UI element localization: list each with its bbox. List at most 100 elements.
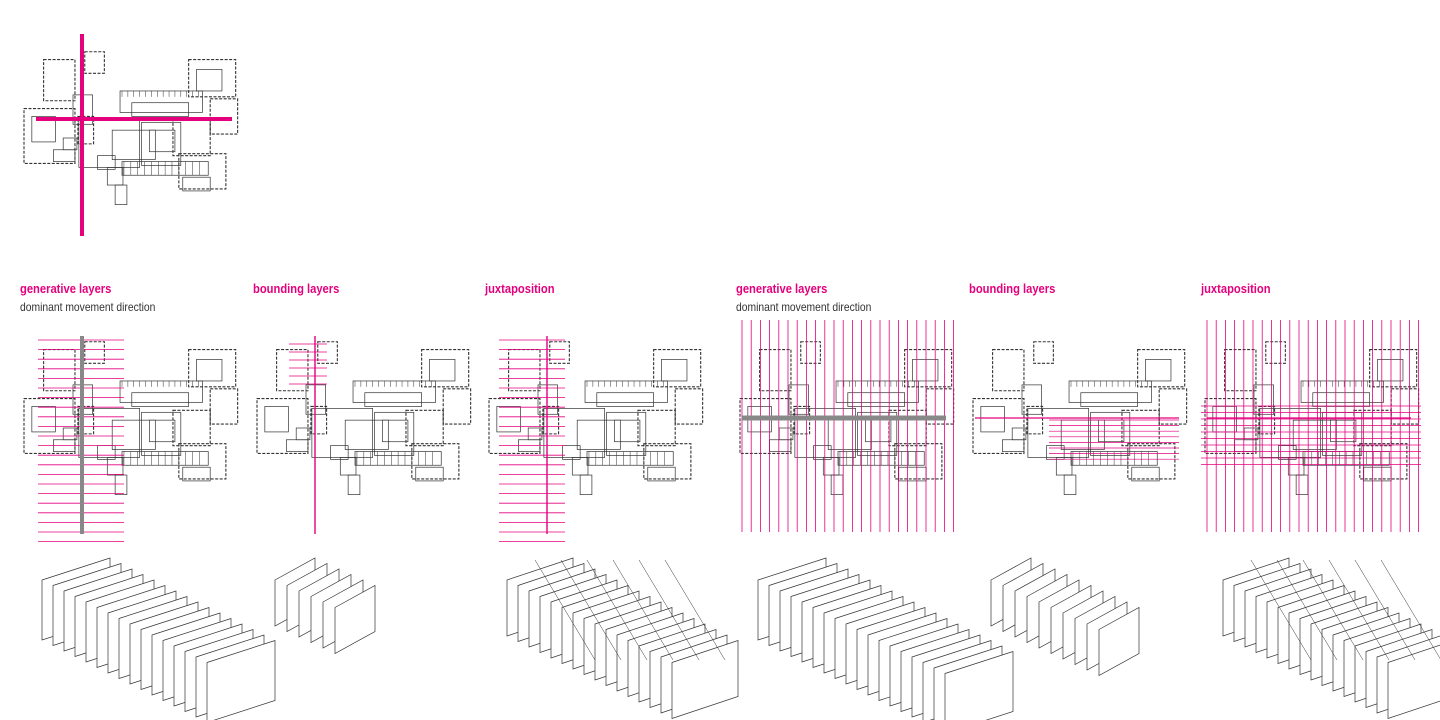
panel-6 — [1201, 320, 1440, 719]
plan-room — [857, 411, 898, 456]
plan-room — [141, 121, 182, 166]
panel-1-axonometric — [41, 557, 276, 720]
panel-1 — [23, 336, 276, 720]
plan-room — [647, 466, 676, 482]
plan-room — [1158, 388, 1188, 425]
plan-room — [1369, 349, 1418, 388]
plan-room — [1224, 349, 1257, 392]
plan-room — [188, 349, 237, 388]
plan-room — [562, 445, 581, 460]
plan-room — [442, 388, 472, 425]
plan-room — [576, 419, 621, 450]
plan-room — [62, 137, 78, 151]
reference-plan — [23, 34, 239, 236]
plan-room — [276, 349, 309, 392]
panel-4-title: generative layers — [736, 281, 828, 296]
plan-room — [778, 427, 794, 441]
plan-room — [898, 466, 927, 482]
plan-room — [415, 466, 444, 482]
cross-plane-edge — [1380, 559, 1440, 659]
plan-room — [182, 466, 211, 482]
plan-room — [1359, 443, 1408, 480]
panel-4-layer-lines — [741, 320, 954, 532]
plan-room — [543, 408, 605, 458]
panel-2 — [256, 336, 472, 655]
plan-room — [1121, 409, 1160, 447]
layer-plane — [1098, 606, 1140, 677]
plan-room — [84, 341, 105, 364]
panel-1-title: generative layers — [20, 281, 112, 296]
plan-room — [835, 380, 919, 403]
plan-room — [429, 359, 456, 382]
plan-room — [1131, 466, 1160, 482]
layer-plane — [944, 651, 1014, 720]
plan-room — [527, 427, 543, 441]
plan-room — [131, 392, 189, 407]
plan-room — [188, 59, 237, 98]
plan-room — [1033, 341, 1054, 364]
plan-room — [421, 349, 470, 388]
plan-room — [542, 405, 560, 435]
plan-room — [352, 380, 436, 403]
plan-room — [830, 474, 844, 495]
layer-plane — [1387, 644, 1440, 719]
plan-room — [106, 457, 124, 476]
plan-room — [364, 392, 422, 407]
plan-room — [111, 129, 156, 160]
plan-room — [912, 359, 939, 382]
plan-room — [1063, 474, 1077, 495]
plan-room — [596, 392, 654, 407]
plan-room — [317, 341, 338, 364]
plan-room — [119, 380, 203, 403]
plan-room — [31, 406, 56, 433]
plan-room — [305, 384, 326, 415]
plan-room — [1377, 359, 1404, 382]
plan-room — [847, 392, 905, 407]
cross-plane-edge — [1302, 559, 1364, 661]
plan-room — [1204, 398, 1257, 455]
plan-room — [1300, 380, 1384, 403]
plan-room — [84, 51, 105, 74]
plan-room — [584, 380, 668, 403]
panel-2-layer-lines — [289, 336, 327, 534]
plan-room — [264, 406, 289, 433]
panel-3-plan — [488, 341, 704, 495]
plan-room — [172, 409, 211, 447]
plan-room — [310, 405, 328, 435]
plan-room — [496, 406, 521, 433]
plan-room — [77, 405, 95, 435]
panel-5-plan — [972, 341, 1188, 495]
plan-room — [209, 388, 239, 425]
plan-room — [196, 359, 223, 382]
plan-room — [1055, 457, 1073, 476]
plan-room — [1292, 419, 1337, 450]
plan-room — [382, 419, 409, 443]
plan-room — [549, 341, 570, 364]
cross-plane-edge — [664, 559, 726, 661]
plan-room — [980, 406, 1005, 433]
cross-plane-edge — [612, 559, 674, 661]
plan-room — [1027, 408, 1089, 458]
plan-room — [131, 102, 189, 117]
layer-plane — [671, 640, 739, 719]
panel-1-plan — [23, 341, 239, 495]
plan-room — [43, 349, 76, 392]
cross-plane-edge — [534, 559, 596, 661]
plan-room — [992, 349, 1025, 392]
panel-5-axonometric — [990, 557, 1140, 677]
plan-room — [114, 474, 128, 495]
cross-plane-edge — [1250, 559, 1312, 661]
plan-room — [827, 419, 872, 450]
cross-plane-edge — [560, 559, 622, 661]
plan-room — [788, 384, 809, 415]
panel-5-title: bounding layers — [969, 281, 1056, 296]
panel-6-title: juxtaposition — [1201, 281, 1271, 296]
plan-room — [286, 439, 309, 452]
panel-3-axonometric — [506, 557, 739, 719]
plan-room — [661, 359, 688, 382]
plan-room — [339, 457, 357, 476]
plan-room — [822, 457, 840, 476]
plan-room — [674, 388, 704, 425]
plan-room — [1363, 466, 1392, 482]
panel-3 — [488, 336, 739, 719]
